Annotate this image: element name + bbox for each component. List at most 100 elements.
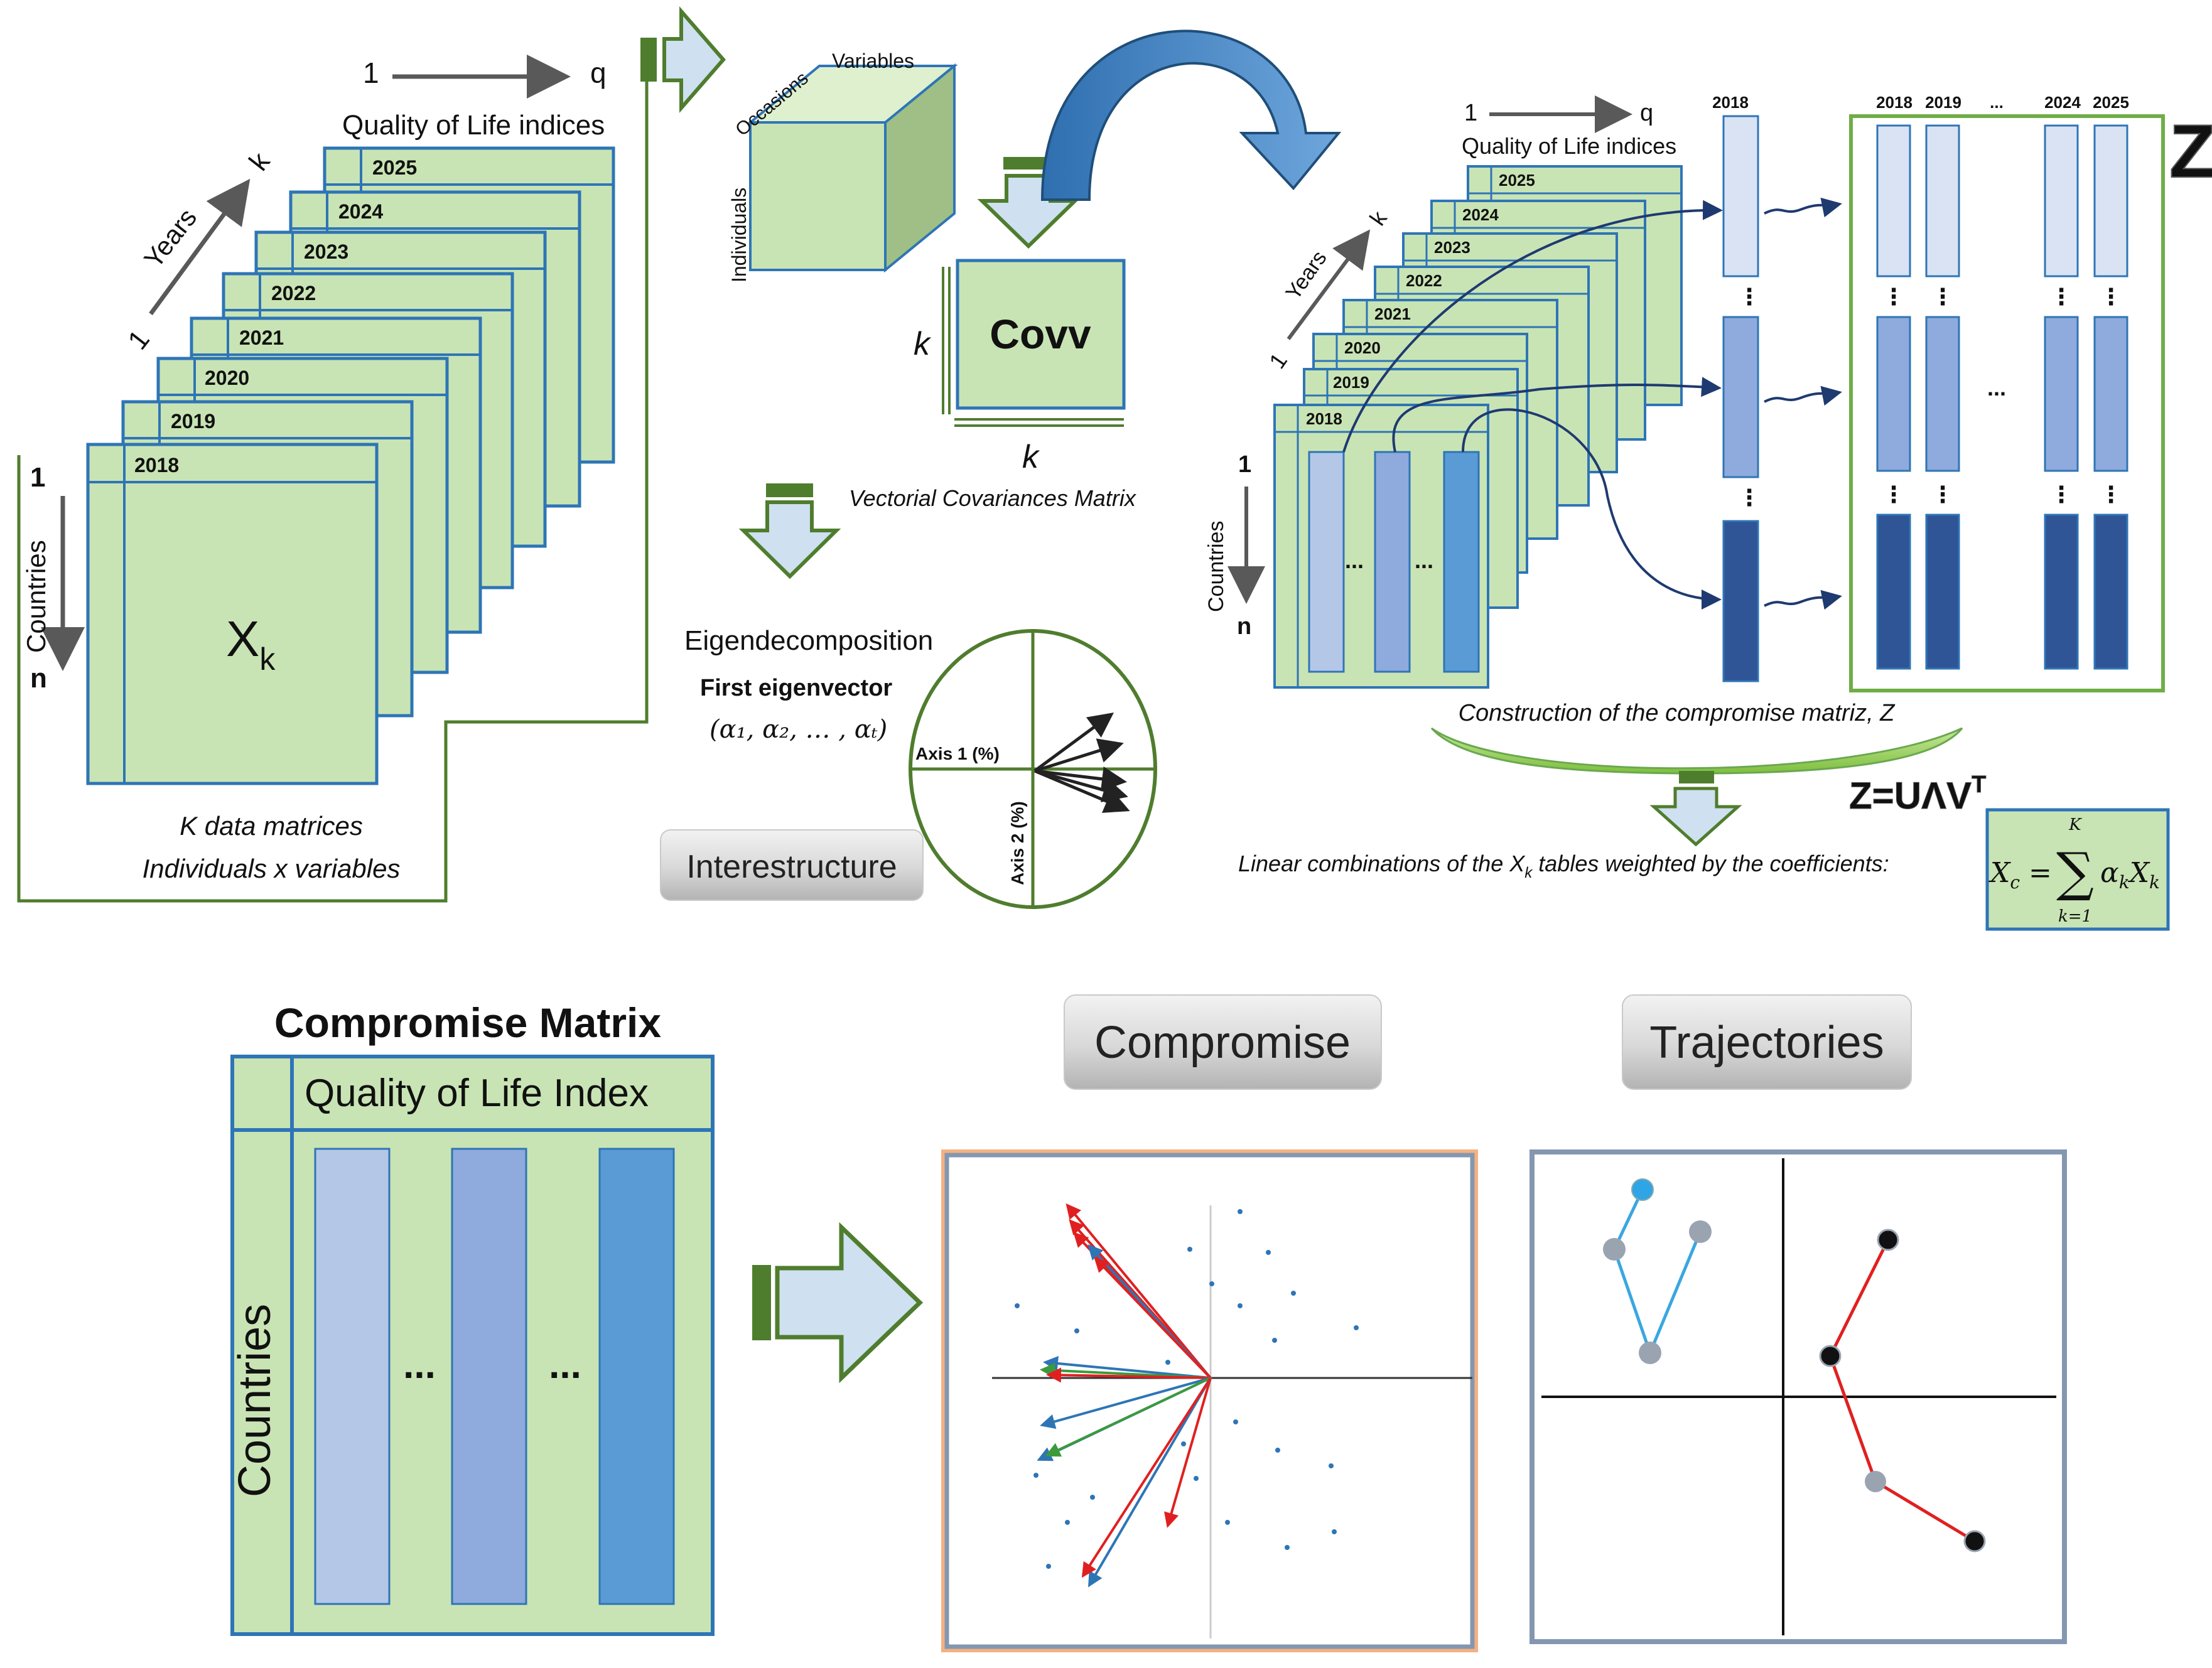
r-year-label-2025: 2025 bbox=[1499, 171, 1535, 190]
r-year-label-2019: 2019 bbox=[1333, 373, 1369, 392]
single-column-year: 2018 bbox=[1712, 93, 1749, 112]
trajectories-chip-label: Trajectories bbox=[1649, 1018, 1884, 1068]
r-years-axis-start: 1 bbox=[1264, 348, 1292, 374]
q-axis-start: 1 bbox=[363, 56, 379, 89]
cm-ellipsis-2: ... bbox=[549, 1343, 581, 1387]
data-matrices-block: 2025 2024 2023 2022 2021 2020 2019 2018 … bbox=[17, 55, 649, 903]
flow-arrow-to-formula bbox=[1649, 771, 1742, 847]
single-col-block-3 bbox=[1722, 520, 1759, 682]
r-column-1 bbox=[1308, 451, 1345, 673]
svg-text:αkXk: αkXk bbox=[2100, 857, 2160, 893]
first-eigenvector-label: First eigenvector bbox=[700, 675, 892, 701]
flow-arrow-to-cube bbox=[640, 6, 726, 114]
r-years-axis-arrow bbox=[1287, 229, 1371, 340]
compromise-points bbox=[1015, 1209, 1359, 1569]
trajectories-panel: Trajectories bbox=[1530, 994, 2067, 1644]
r-ellipsis-2: ... bbox=[1415, 547, 1433, 573]
year-stack: 2025 2024 2023 2022 2021 2020 2019 2018 bbox=[86, 146, 615, 785]
compromise-matrix-block: Compromise Matrix Quality of Life Index … bbox=[230, 999, 715, 1636]
trajectory-1 bbox=[1603, 1178, 1712, 1364]
z-letter: Z bbox=[2169, 109, 2212, 193]
year-label-2023: 2023 bbox=[304, 240, 348, 263]
z-header-2025: 2025 bbox=[2093, 93, 2129, 112]
formula-upper: K bbox=[2068, 815, 2082, 834]
r-year-label-2018: 2018 bbox=[1306, 409, 1342, 428]
compromise-matrix-rows-label: Countries bbox=[230, 1304, 280, 1497]
axis1-label: Axis 1 (%) bbox=[915, 744, 1000, 763]
formula-sum: ∑ bbox=[2056, 841, 2094, 903]
column-connectors bbox=[1342, 200, 1723, 610]
countries-axis-end: n bbox=[30, 663, 47, 694]
matrices-caption-1: K data matrices bbox=[180, 811, 363, 841]
arc-arrow bbox=[1040, 30, 1342, 201]
eigen-block: Eigendecomposition First eigenvector (α₁… bbox=[660, 625, 1157, 909]
construction-caption: Construction of the compromise matriz, Z bbox=[1459, 700, 1896, 726]
covv-k-bottom: k bbox=[1022, 439, 1040, 475]
r-year-label-2022: 2022 bbox=[1406, 271, 1442, 290]
right-data-block: 1 q Quality of Life indices 2025 2024 20… bbox=[1204, 93, 2212, 931]
interestructure-label: Interestructure bbox=[686, 849, 897, 885]
cube-variables-label: Variables bbox=[832, 50, 914, 72]
eigendecomposition-title: Eigendecomposition bbox=[684, 625, 933, 656]
r-ellipsis-1: ... bbox=[1345, 547, 1364, 573]
qol-indices-label: Quality of Life indices bbox=[342, 110, 605, 141]
r-countries-start: 1 bbox=[1238, 451, 1251, 478]
compromise-matrix-title: Compromise Matrix bbox=[274, 999, 661, 1046]
z-columns: ⋮ ⋮ ⋮ ⋮ ⋮ ⋮ ⋮ ⋮ ... bbox=[1876, 124, 2128, 670]
single-col-dots-2: ⋮ bbox=[1738, 485, 1761, 510]
years-axis-start: 1 bbox=[122, 325, 156, 355]
compromise-matrix-header: Quality of Life Index bbox=[305, 1072, 649, 1115]
year-label-2025: 2025 bbox=[372, 156, 417, 179]
years-axis-end: k bbox=[243, 146, 276, 176]
svg-text:⋮: ⋮ bbox=[2050, 482, 2073, 507]
r-qol-label: Quality of Life indices bbox=[1462, 133, 1676, 159]
stack-frame bbox=[17, 63, 649, 903]
r-column-3 bbox=[1443, 451, 1480, 673]
r-year-label-2024: 2024 bbox=[1462, 205, 1499, 224]
cm-ellipsis-1: ... bbox=[403, 1343, 436, 1387]
r-years-axis-end: k bbox=[1364, 206, 1392, 230]
xk-label: Xk bbox=[226, 611, 276, 677]
compromise-vectors bbox=[1037, 1203, 1212, 1588]
r-q-axis-end: q bbox=[1640, 100, 1653, 126]
z-header-2019: 2019 bbox=[1925, 93, 1961, 112]
svg-text:⋮: ⋮ bbox=[1931, 284, 1954, 309]
covv-label: Covv bbox=[990, 311, 1091, 357]
cm-column-3 bbox=[598, 1148, 675, 1605]
formula-lower: k=1 bbox=[2058, 907, 2092, 926]
interstructure-vectors bbox=[1033, 713, 1130, 813]
r-column-2 bbox=[1374, 451, 1411, 673]
covv-matrix: Covv k k Vectorial Covariances Matrix bbox=[849, 259, 1137, 511]
svg-text:⋮: ⋮ bbox=[2100, 482, 2122, 507]
r-countries-label: Countries bbox=[1204, 520, 1228, 612]
cm-column-2 bbox=[451, 1148, 527, 1605]
svg-text:⋮: ⋮ bbox=[1931, 482, 1954, 507]
covv-caption: Vectorial Covariances Matrix bbox=[849, 485, 1137, 511]
single-col-block-2 bbox=[1722, 316, 1759, 478]
squiggle-arrows bbox=[1764, 197, 1842, 610]
r-year-stack: 2025 2024 2023 2022 2021 2020 2019 2018 bbox=[1273, 165, 1683, 689]
single-col-block-1 bbox=[1722, 115, 1759, 277]
year-label-2019: 2019 bbox=[171, 410, 215, 433]
r-q-axis-start: 1 bbox=[1464, 100, 1477, 126]
linear-combination-caption: Linear combinations of the Xk tables wei… bbox=[1238, 851, 1889, 881]
r-years-axis-label: Years bbox=[1281, 247, 1331, 304]
years-axis-arrow bbox=[149, 178, 251, 316]
countries-axis-label: Countries bbox=[21, 540, 51, 653]
z-header-2018: 2018 bbox=[1876, 93, 1913, 112]
matrix-sheet-2018: 2018 bbox=[86, 443, 379, 785]
formula-box: Xc = ∑ K k=1 αkXk bbox=[1985, 808, 2170, 931]
year-label-2021: 2021 bbox=[239, 326, 284, 349]
countries-axis-start: 1 bbox=[30, 462, 45, 493]
compromise-panel: Compromise bbox=[941, 994, 1478, 1652]
axis2-label: Axis 2 (%) bbox=[1008, 801, 1027, 885]
year-label-2024: 2024 bbox=[338, 200, 383, 223]
svg-text:Xc =: Xc = bbox=[1988, 857, 2052, 893]
svg-text:⋮: ⋮ bbox=[2050, 284, 2073, 309]
year-label-2020: 2020 bbox=[205, 367, 249, 389]
cm-column-1 bbox=[314, 1148, 391, 1605]
r-countries-end: n bbox=[1237, 613, 1251, 640]
z-header-ellipsis: ... bbox=[1990, 93, 2004, 112]
trajectory-2 bbox=[1819, 1229, 1986, 1552]
flow-arrow-to-compromise bbox=[752, 1222, 924, 1384]
